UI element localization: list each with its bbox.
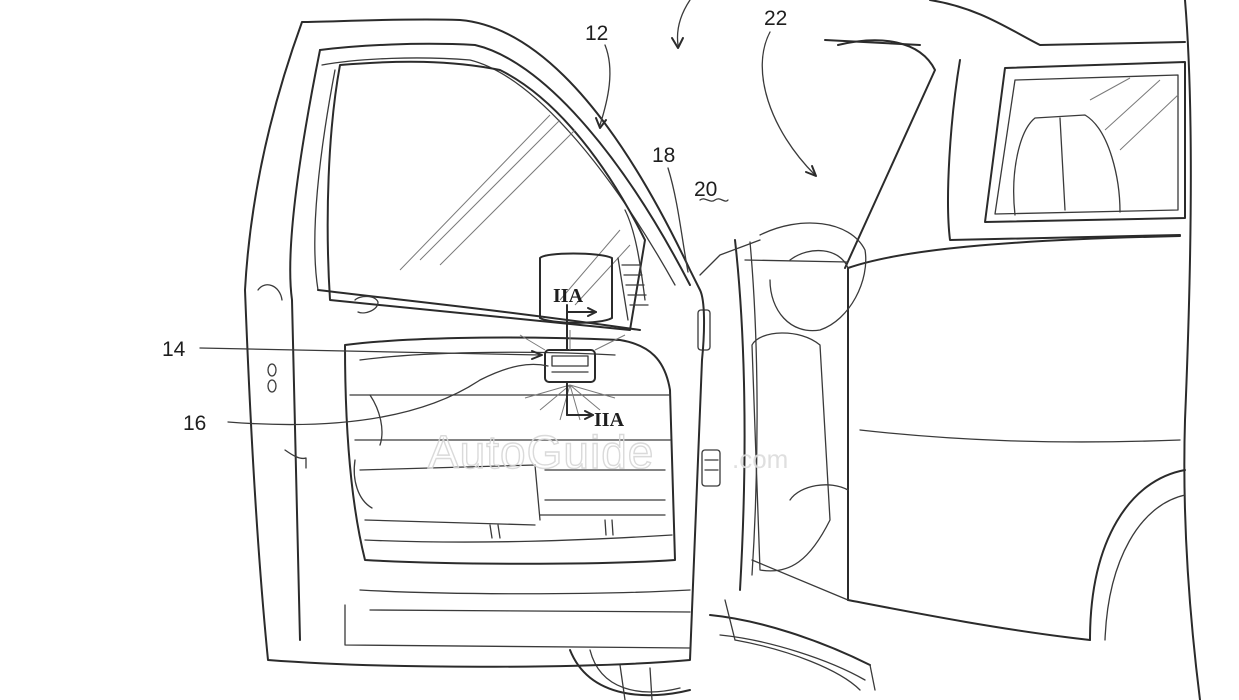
- reference-numeral-20: 20: [694, 178, 717, 201]
- reference-numeral-14: 14: [162, 338, 186, 361]
- vehicle-body: [570, 0, 1200, 700]
- reference-numeral-16: 16: [183, 412, 206, 435]
- watermark-suffix: .com: [732, 444, 788, 474]
- reference-numeral-18: 18: [652, 144, 675, 167]
- section-marker-upper: IIA: [553, 285, 584, 307]
- leader-lines: [200, 0, 816, 425]
- watermark-brand: AutoGuide: [428, 426, 654, 478]
- light-module: [520, 330, 625, 420]
- reference-numeral-12: 12: [585, 22, 608, 45]
- open-door: [245, 19, 704, 666]
- labels: 12 22 18 20 14 16 IIA IIA: [162, 7, 787, 435]
- watermark: AutoGuide .com: [428, 426, 788, 478]
- reference-numeral-22: 22: [764, 7, 787, 30]
